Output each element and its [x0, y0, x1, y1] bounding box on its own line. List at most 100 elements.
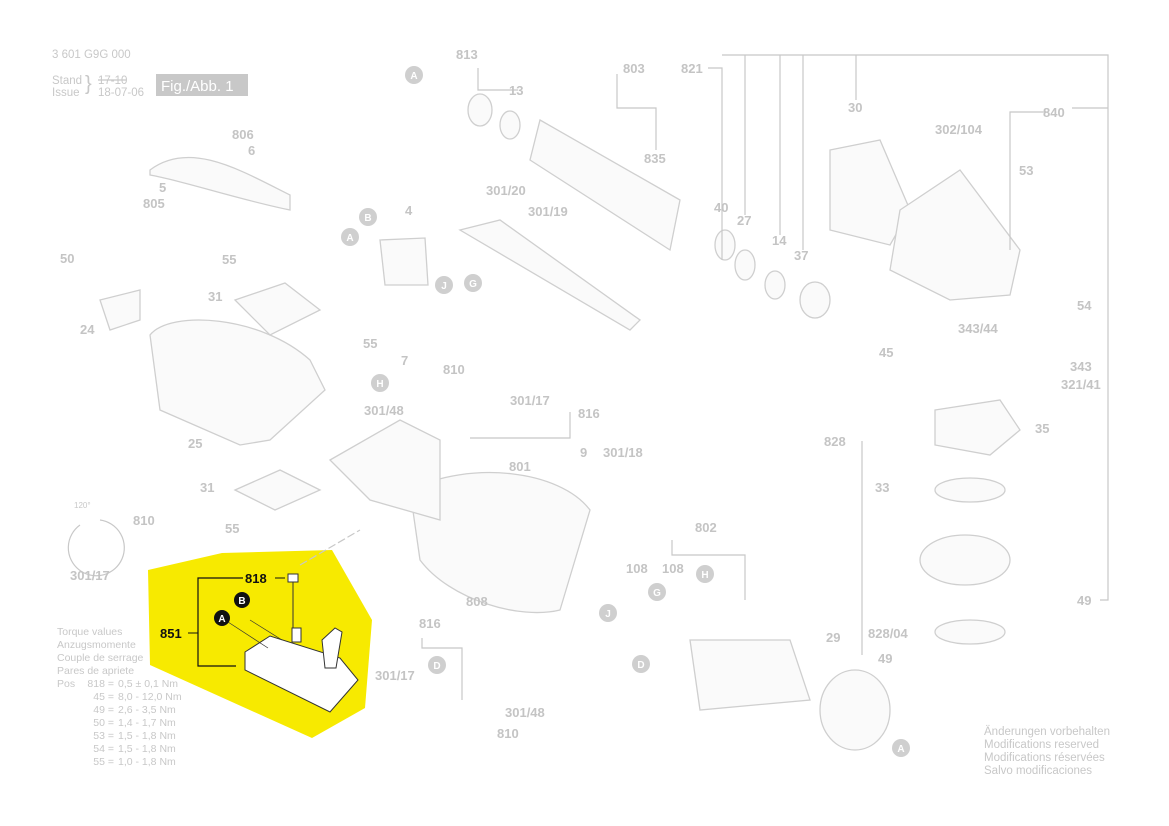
- svg-text:27: 27: [737, 213, 751, 228]
- handle-part: [328, 419, 441, 521]
- ring-part-3: [714, 229, 736, 261]
- ring-part-2: [934, 619, 1006, 645]
- leader-lines: [421, 54, 1109, 700]
- svg-text:108: 108: [662, 561, 684, 576]
- housing-part: [149, 319, 326, 446]
- svg-text:0,5 ± 0,1 Nm: 0,5 ± 0,1 Nm: [118, 678, 178, 690]
- svg-text:5: 5: [159, 180, 166, 195]
- bearing-part-2: [764, 270, 786, 300]
- label-818: 818: [245, 571, 267, 586]
- cord-part: [149, 156, 291, 211]
- svg-text:816: 816: [578, 406, 600, 421]
- svg-text:803: 803: [623, 61, 645, 76]
- svg-text:G: G: [469, 279, 477, 290]
- svg-text:53: 53: [1019, 163, 1033, 178]
- svg-text:49 =: 49 =: [93, 704, 114, 716]
- stand-label: Stand: [52, 75, 82, 87]
- svg-text:806: 806: [232, 127, 254, 142]
- svg-text:50: 50: [60, 251, 74, 266]
- angle-label: 120°: [74, 501, 91, 510]
- circle-markers: A B A G J H J G H D D A: [341, 66, 910, 757]
- figure-badge: [156, 74, 248, 96]
- svg-text:Couple de serrage: Couple de serrage: [57, 652, 144, 664]
- svg-text:301/17: 301/17: [70, 568, 110, 583]
- svg-text:31: 31: [200, 480, 214, 495]
- spring-part: [67, 519, 125, 577]
- svg-text:37: 37: [794, 248, 808, 263]
- svg-text:6: 6: [248, 143, 255, 158]
- svg-text:301/17: 301/17: [375, 668, 415, 683]
- svg-text:1,0 - 1,8 Nm: 1,0 - 1,8 Nm: [118, 756, 176, 768]
- svg-text:1,4 - 1,7 Nm: 1,4 - 1,7 Nm: [118, 717, 176, 729]
- bevel-gear-part: [919, 534, 1011, 586]
- svg-text:55 =: 55 =: [93, 756, 114, 768]
- svg-text:828: 828: [824, 434, 846, 449]
- svg-text:818 =: 818 =: [87, 678, 114, 690]
- svg-text:54: 54: [1077, 298, 1092, 313]
- svg-text:9: 9: [580, 445, 587, 460]
- ring-part-4: [734, 249, 756, 281]
- bracket-part: [458, 219, 642, 331]
- svg-text:Pos: Pos: [57, 678, 75, 690]
- svg-text:G: G: [653, 588, 661, 599]
- svg-text:7: 7: [401, 353, 408, 368]
- svg-text:J: J: [605, 609, 611, 620]
- stator-part: [689, 639, 811, 711]
- svg-text:31: 31: [208, 289, 222, 304]
- svg-text:821: 821: [681, 61, 703, 76]
- svg-text:301/17: 301/17: [510, 393, 550, 408]
- issue-date: 18-07-06: [98, 87, 144, 99]
- svg-text:54 =: 54 =: [93, 743, 114, 755]
- svg-text:Modifications réservées: Modifications réservées: [984, 752, 1105, 764]
- svg-text:H: H: [376, 379, 383, 390]
- svg-text:A: A: [346, 233, 353, 244]
- svg-text:24: 24: [80, 322, 95, 337]
- svg-text:108: 108: [626, 561, 648, 576]
- svg-text:D: D: [637, 660, 644, 671]
- svg-text:801: 801: [509, 459, 531, 474]
- svg-text:53 =: 53 =: [93, 730, 114, 742]
- svg-text:840: 840: [1043, 105, 1065, 120]
- stand-value: 17-10: [98, 75, 127, 87]
- label-851: 851: [160, 626, 182, 641]
- svg-text:343/44: 343/44: [958, 321, 999, 336]
- leader-851: [197, 577, 243, 667]
- modifications-notice: Änderungen vorbehalten Modifications res…: [984, 726, 1110, 777]
- svg-text:813: 813: [456, 47, 478, 62]
- svg-text:2,6 - 3,5 Nm: 2,6 - 3,5 Nm: [118, 704, 176, 716]
- guard-ring-part: [819, 669, 891, 751]
- svg-text:301/48: 301/48: [505, 705, 545, 720]
- svg-text:321/41: 321/41: [1061, 377, 1101, 392]
- svg-text:1,5 - 1,8 Nm: 1,5 - 1,8 Nm: [118, 730, 176, 742]
- circle-a-marker: [214, 610, 230, 626]
- svg-text:301/19: 301/19: [528, 204, 568, 219]
- clamp-part: [99, 289, 141, 331]
- circle-b-text: B: [238, 596, 245, 607]
- brace: }: [85, 73, 92, 95]
- svg-text:B: B: [364, 213, 371, 224]
- svg-text:29: 29: [826, 630, 840, 645]
- bearing-part-4: [499, 110, 521, 140]
- figure-label: Fig./Abb. 1: [161, 78, 234, 95]
- svg-text:810: 810: [133, 513, 155, 528]
- plate-part: [934, 399, 1021, 456]
- svg-text:50 =: 50 =: [93, 717, 114, 729]
- svg-text:301/20: 301/20: [486, 183, 526, 198]
- svg-text:J: J: [441, 281, 447, 292]
- svg-text:H: H: [701, 570, 708, 581]
- svg-text:816: 816: [419, 616, 441, 631]
- svg-text:55: 55: [225, 521, 239, 536]
- svg-text:49: 49: [878, 651, 892, 666]
- switch-part: [379, 237, 429, 286]
- switch-holder-part: [227, 573, 359, 713]
- svg-text:13: 13: [509, 83, 523, 98]
- svg-text:40: 40: [714, 200, 728, 215]
- svg-text:49: 49: [1077, 593, 1091, 608]
- svg-text:808: 808: [466, 594, 488, 609]
- svg-text:Modifications reserved: Modifications reserved: [984, 739, 1099, 751]
- torque-values-table: Torque values Anzugsmomente Couple de se…: [57, 626, 182, 768]
- svg-text:55: 55: [363, 336, 377, 351]
- svg-text:828/04: 828/04: [868, 626, 909, 641]
- part-number: 3 601 G9G 000: [52, 49, 131, 61]
